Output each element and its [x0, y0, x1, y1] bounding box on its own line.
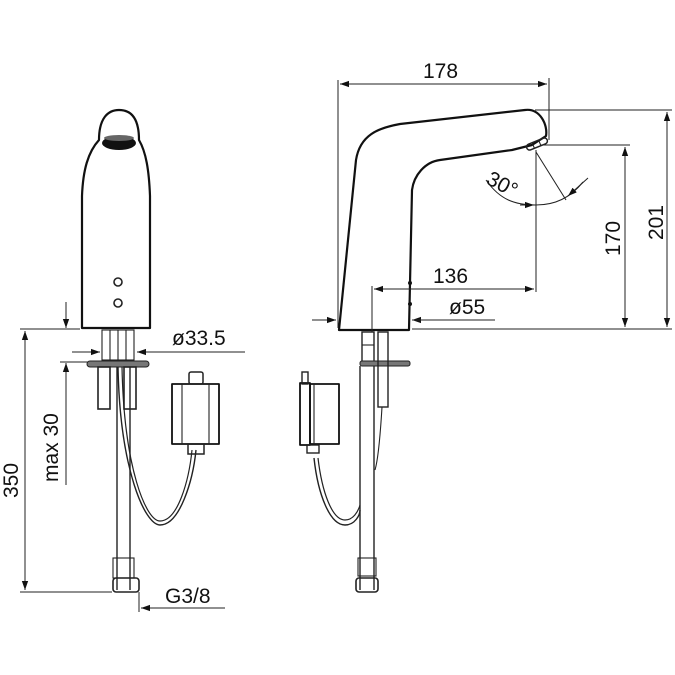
side-body: [337, 108, 548, 332]
label-spray-angle: 30°: [483, 167, 522, 202]
label-thread: G3/8: [165, 585, 211, 608]
dim-base-diameter: ø55: [312, 296, 495, 324]
dim-outlet-height: 170: [540, 144, 630, 327]
side-aerator: [525, 137, 549, 151]
dim-reach: 136: [371, 150, 537, 332]
label-width: 178: [423, 60, 458, 83]
dim-spray-angle: 30°: [483, 151, 589, 209]
label-hose-length: 350: [0, 463, 23, 498]
label-outlet-height: 170: [602, 221, 625, 256]
dim-width: 178: [337, 60, 550, 328]
dim-hose-length: 350: [0, 328, 112, 593]
label-height-total: 201: [645, 205, 668, 240]
dim-shank-diameter: ø33.5: [72, 327, 245, 356]
sensor-dot-lower: [113, 298, 123, 308]
sensor-dot-upper: [113, 277, 123, 287]
label-shank-diameter: ø33.5: [172, 327, 226, 350]
dim-thread: G3/8: [138, 585, 225, 612]
front-shank: [86, 329, 197, 593]
side-control-box: [299, 371, 340, 454]
label-max-thickness: max 30: [40, 413, 63, 482]
side-shank: [313, 331, 411, 593]
dim-height-total: 201: [412, 109, 672, 330]
front-body: [80, 108, 152, 330]
front-control-box: [171, 371, 220, 455]
front-view: ø33.5 max 30 350 G3/8: [0, 108, 245, 612]
label-reach: 136: [433, 265, 468, 288]
dim-counter-thickness: max 30: [40, 302, 88, 485]
side-view: 178 201 170 136: [299, 60, 672, 593]
label-base-diameter: ø55: [449, 296, 485, 319]
